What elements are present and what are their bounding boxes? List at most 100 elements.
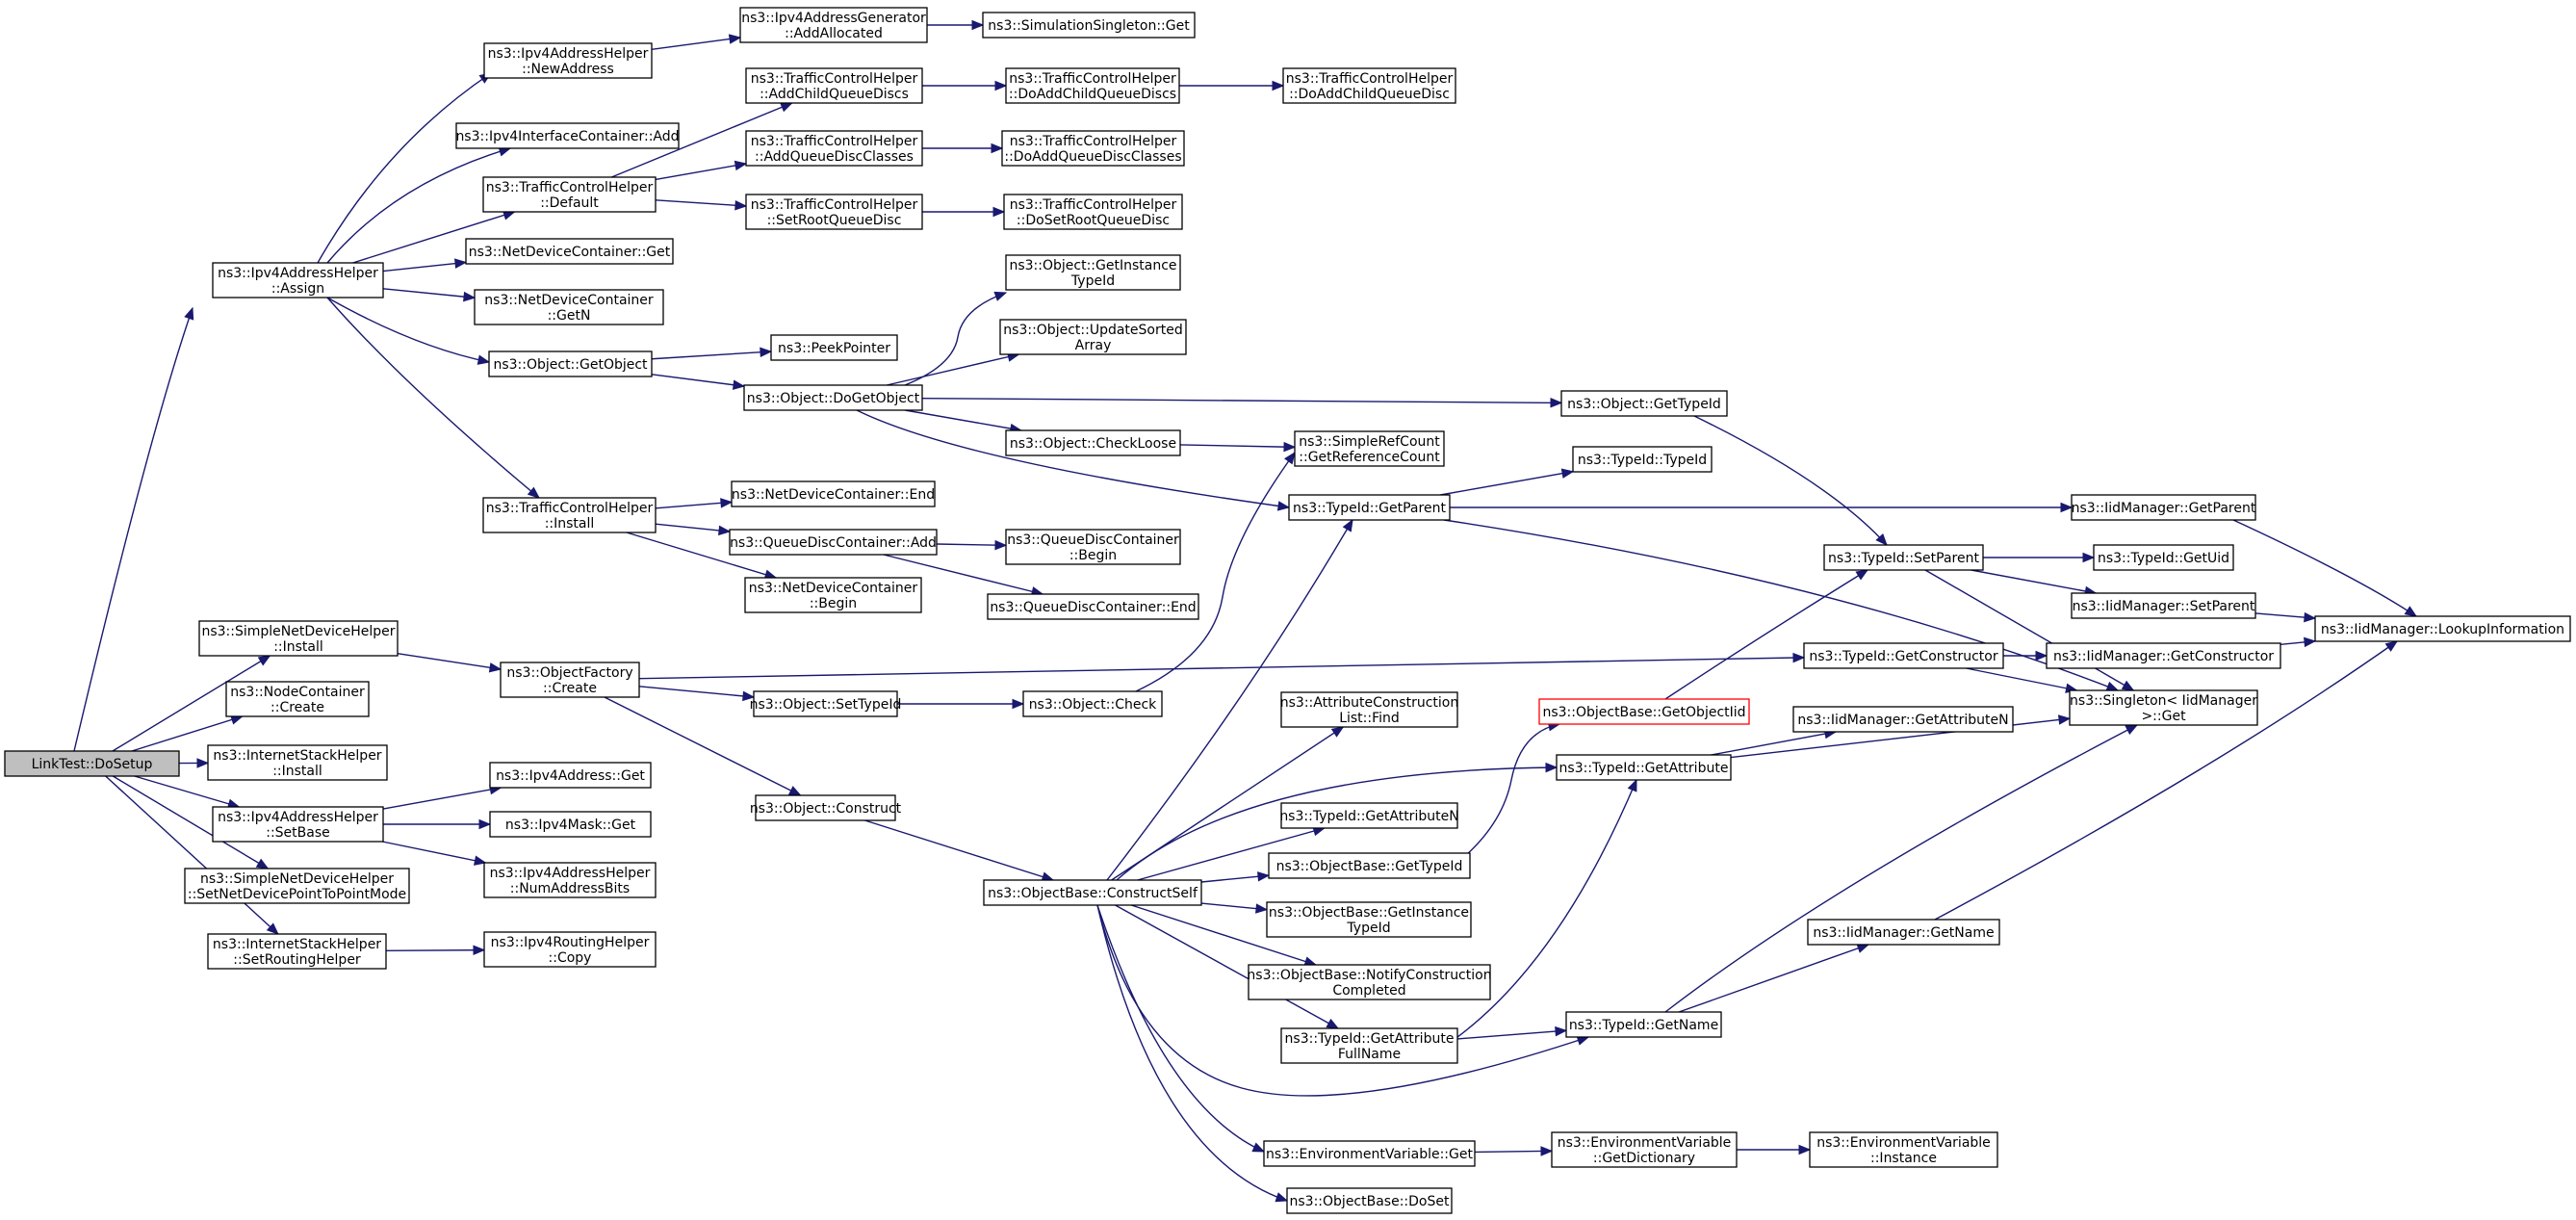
node-simSingleton[interactable]: ns3::SimulationSingleton::Get xyxy=(982,12,1196,39)
node-ndcBegin[interactable]: ns3::NetDeviceContainer::Begin xyxy=(744,577,922,613)
node-box[interactable] xyxy=(770,334,898,361)
node-box[interactable] xyxy=(1288,494,1451,521)
node-box[interactable] xyxy=(1294,430,1445,467)
node-box[interactable] xyxy=(2069,689,2258,726)
node-qdcAdd[interactable]: ns3::QueueDiscContainer::Add xyxy=(729,529,938,556)
node-setP2P[interactable]: ns3::SimpleNetDeviceHelper::SetNetDevice… xyxy=(184,868,410,904)
node-box[interactable] xyxy=(465,238,674,265)
node-box[interactable] xyxy=(1280,691,1458,728)
node-box[interactable] xyxy=(1556,754,1732,781)
node-box[interactable] xyxy=(2071,592,2256,619)
node-envGetDict[interactable]: ns3::EnvironmentVariable::GetDictionary xyxy=(1551,1131,1738,1168)
node-box[interactable] xyxy=(482,497,657,533)
node-tchDefault[interactable]: ns3::TrafficControlHelper::Default xyxy=(482,176,657,213)
node-box[interactable] xyxy=(1572,446,1713,473)
node-box[interactable] xyxy=(207,744,388,781)
node-constructSelf[interactable]: ns3::ObjectBase::ConstructSelf xyxy=(983,879,1202,906)
node-setRouting[interactable]: ns3::InternetStackHelper::SetRoutingHelp… xyxy=(207,933,387,970)
node-box[interactable] xyxy=(1538,698,1750,725)
node-setRootQD[interactable]: ns3::TrafficControlHelper::SetRootQueueD… xyxy=(745,194,923,230)
node-typeIdGetParent[interactable]: ns3::TypeId::GetParent xyxy=(1288,494,1451,521)
node-objConstruct[interactable]: ns3::Object::Construct xyxy=(750,794,902,821)
node-box[interactable] xyxy=(744,577,922,613)
node-box[interactable] xyxy=(1803,642,2004,669)
node-iidGetName[interactable]: ns3::IidManager::GetName xyxy=(1807,919,2000,946)
node-doGetObject[interactable]: ns3::Object::DoGetObject xyxy=(743,384,923,411)
node-box[interactable] xyxy=(1551,1131,1738,1168)
node-box[interactable] xyxy=(489,762,652,789)
node-ipv4Assign[interactable]: ns3::Ipv4AddressHelper::Assign xyxy=(212,262,384,299)
node-box[interactable] xyxy=(225,681,370,717)
node-iidGetConstructor[interactable]: ns3::IidManager::GetConstructor xyxy=(2046,642,2281,669)
node-box[interactable] xyxy=(198,620,399,657)
node-box[interactable] xyxy=(1280,1027,1458,1064)
node-objGetTypeId[interactable]: ns3::Object::GetTypeId xyxy=(1560,390,1728,417)
node-ndcGetN[interactable]: ns3::NetDeviceContainer::GetN xyxy=(474,289,664,325)
node-box[interactable] xyxy=(482,176,657,213)
node-box[interactable] xyxy=(1001,130,1185,167)
node-ifaceAdd[interactable]: ns3::Ipv4InterfaceContainer::Add xyxy=(455,122,680,149)
node-box[interactable] xyxy=(500,662,640,698)
node-box[interactable] xyxy=(488,350,653,377)
node-getObjectIid[interactable]: ns3::ObjectBase::GetObjectIid xyxy=(1538,698,1750,725)
node-notifyConstruction[interactable]: ns3::ObjectBase::NotifyConstructionCompl… xyxy=(1247,964,1492,1000)
node-box[interactable] xyxy=(982,12,1196,39)
node-doAddChildQDs[interactable]: ns3::TrafficControlHelper::DoAddChildQue… xyxy=(1005,67,1180,104)
node-addQDClasses[interactable]: ns3::TrafficControlHelper::AddQueueDiscC… xyxy=(745,130,923,167)
node-box[interactable] xyxy=(2046,642,2281,669)
node-envInstance[interactable]: ns3::EnvironmentVariable::Instance xyxy=(1809,1131,1998,1168)
node-box[interactable] xyxy=(207,933,387,970)
node-box[interactable] xyxy=(1268,852,1471,879)
node-box[interactable] xyxy=(212,262,384,299)
node-box[interactable] xyxy=(2071,494,2256,521)
node-box[interactable] xyxy=(1286,1187,1453,1214)
node-box[interactable] xyxy=(1809,1131,1998,1168)
node-box[interactable] xyxy=(483,42,653,79)
node-box[interactable] xyxy=(1005,429,1181,456)
node-nodeContCreate[interactable]: ns3::NodeContainer::Create xyxy=(225,681,370,717)
node-singletonGet[interactable]: ns3::Singleton< IidManager>::Get xyxy=(2069,689,2258,726)
node-addChildQD[interactable]: ns3::TrafficControlHelper::AddChildQueue… xyxy=(745,67,923,104)
node-ipv4SetBase[interactable]: ns3::Ipv4AddressHelper::SetBase xyxy=(212,806,384,843)
node-getRefCount[interactable]: ns3::SimpleRefCount::GetReferenceCount xyxy=(1294,430,1445,467)
node-box[interactable] xyxy=(474,289,664,325)
node-doAddChildQD[interactable]: ns3::TrafficControlHelper::DoAddChildQue… xyxy=(1282,67,1456,104)
node-peekPointer[interactable]: ns3::PeekPointer xyxy=(770,334,898,361)
node-box[interactable] xyxy=(1565,1011,1722,1038)
node-tidSetParent[interactable]: ns3::TypeId::SetParent xyxy=(1823,544,1984,571)
node-box[interactable] xyxy=(731,480,936,507)
node-inetInstall[interactable]: ns3::InternetStackHelper::Install xyxy=(207,744,388,781)
node-tidGetName[interactable]: ns3::TypeId::GetName xyxy=(1565,1011,1722,1038)
node-iidGetParent[interactable]: ns3::IidManager::GetParent xyxy=(2071,494,2256,521)
node-box[interactable] xyxy=(1248,964,1491,1000)
node-ipv4AddrGet[interactable]: ns3::Ipv4Address::Get xyxy=(489,762,652,789)
node-box[interactable] xyxy=(1823,544,1984,571)
node-objSetTypeId[interactable]: ns3::Object::SetTypeId xyxy=(750,690,902,717)
node-qdcEnd[interactable]: ns3::QueueDiscContainer::End xyxy=(987,593,1199,620)
node-box[interactable] xyxy=(745,130,923,167)
node-box[interactable] xyxy=(745,194,923,230)
node-newAddress[interactable]: ns3::Ipv4AddressHelper::NewAddress xyxy=(483,42,653,79)
node-box[interactable] xyxy=(1005,254,1181,291)
node-ipv4MaskGet[interactable]: ns3::Ipv4Mask::Get xyxy=(489,811,652,838)
node-root[interactable]: LinkTest::DoSetup xyxy=(4,750,180,777)
node-numAddrBits[interactable]: ns3::Ipv4AddressHelper::NumAddressBits xyxy=(483,862,657,898)
node-tidGetConstructor[interactable]: ns3::TypeId::GetConstructor xyxy=(1803,642,2004,669)
node-box[interactable] xyxy=(1022,690,1163,717)
node-box[interactable] xyxy=(755,794,896,821)
node-obGetTypeId[interactable]: ns3::ObjectBase::GetTypeId xyxy=(1268,852,1471,879)
node-simpleNetInstall[interactable]: ns3::SimpleNetDeviceHelper::Install xyxy=(198,620,399,657)
node-envGet[interactable]: ns3::EnvironmentVariable::Get xyxy=(1263,1140,1476,1167)
node-tidGetAttribute[interactable]: ns3::TypeId::GetAttribute xyxy=(1556,754,1732,781)
node-iidGetAttrN[interactable]: ns3::IidManager::GetAttributeN xyxy=(1792,706,2014,733)
node-lookupInfo[interactable]: ns3::IidManager::LookupInformation xyxy=(2314,615,2571,642)
node-box[interactable] xyxy=(1282,67,1456,104)
node-ndcEnd[interactable]: ns3::NetDeviceContainer::End xyxy=(731,480,936,507)
node-checkLoose[interactable]: ns3::Object::CheckLoose xyxy=(1005,429,1181,456)
node-box[interactable] xyxy=(1005,529,1181,565)
node-obDoSet[interactable]: ns3::ObjectBase::DoSet xyxy=(1286,1187,1453,1214)
